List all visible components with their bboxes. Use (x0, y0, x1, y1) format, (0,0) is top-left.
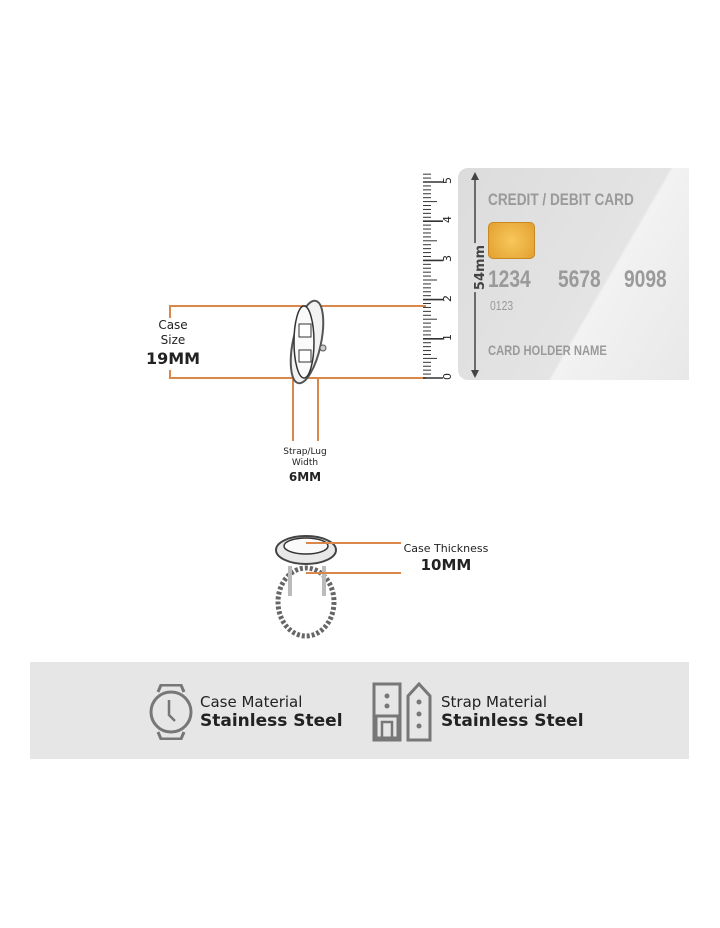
case-thickness-value: 10MM (420, 556, 472, 574)
ruler (423, 173, 443, 379)
case-material-value: Stainless Steel (200, 711, 343, 731)
strap-width-label-1: Strap/Lug (283, 447, 327, 457)
strap-icon (372, 682, 432, 742)
ruler-label: 2 (441, 294, 454, 302)
ruler-label: 0 (441, 373, 454, 380)
strap-width-label: Strap/Lug Width 6MM (270, 447, 340, 486)
thickness-top-line (306, 542, 401, 544)
card-number-1: 1234 (488, 266, 531, 293)
case-size-top-line (170, 305, 426, 307)
ruler-label: 4 (441, 216, 454, 224)
ruler-label: 1 (441, 333, 454, 341)
strap-width-value: 6MM (288, 470, 322, 484)
watch-front-image (289, 299, 327, 385)
case-size-value: 19MM (145, 349, 201, 368)
card-title: CREDIT / DEBIT CARD (488, 190, 634, 209)
card-chip (488, 222, 535, 259)
strap-material-label: Strap Material (441, 693, 547, 711)
strap-width-label-2: Width (291, 458, 319, 468)
watch-icon (149, 684, 193, 740)
case-material-label: Case Material (200, 693, 303, 711)
strap-material-value: Stainless Steel (441, 711, 584, 731)
card-number-2: 5678 (558, 266, 601, 293)
strap-material: Strap Material Stainless Steel (441, 693, 584, 731)
case-size-label-1: Case (158, 318, 188, 332)
card-small-number: 0123 (490, 298, 514, 313)
materials-band: Case Material Stainless Steel Strap Mate… (30, 662, 689, 759)
credit-card: 54mm CREDIT / DEBIT CARD 1234 5678 9098 … (458, 168, 689, 380)
case-thickness-label: Case Thickness (403, 542, 489, 555)
thickness-bottom-line (306, 572, 401, 574)
case-size-label: Case Size 19MM (145, 318, 201, 370)
case-size-label-2: Size (160, 333, 186, 347)
strap-width-left-line (292, 379, 294, 441)
card-number-3: 9098 (624, 266, 667, 293)
strap-width-right-line (317, 379, 319, 441)
ruler-label: 5 (441, 177, 454, 184)
ruler-label: 3 (441, 255, 454, 263)
card-height-label: 54mm (473, 242, 489, 293)
card-holder-name: CARD HOLDER NAME (488, 342, 607, 358)
case-material: Case Material Stainless Steel (200, 693, 343, 731)
watch-side-image (275, 535, 337, 639)
